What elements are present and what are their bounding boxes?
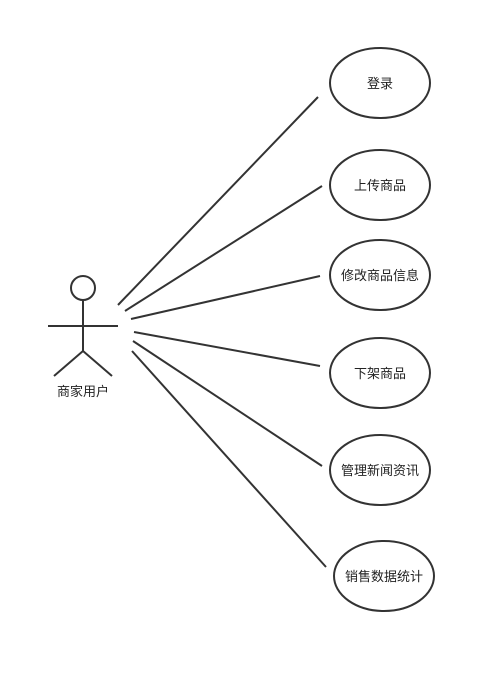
actor-head [70,275,96,301]
association-line-delist-goods [133,331,321,367]
use-case-label: 登录 [367,77,393,92]
actor-right-leg [82,350,113,377]
association-line-manage-news [132,340,323,467]
use-case-label: 上传商品 [354,179,406,194]
use-case-login[interactable]: 登录 [329,47,431,119]
association-line-sales-stats [131,350,327,568]
use-case-shape [329,149,431,221]
actor-label: 商家用户 [57,384,109,400]
use-case-upload-goods[interactable]: 上传商品 [329,149,431,221]
use-case-shape [329,47,431,119]
use-case-edit-goods-info[interactable]: 修改商品信息 [329,239,431,311]
use-case-sales-stats[interactable]: 销售数据统计 [333,540,435,612]
use-case-shape [329,434,431,506]
actor-merchant-user: 商家用户 [48,275,118,400]
use-case-label: 修改商品信息 [341,268,419,284]
use-case-delist-goods[interactable]: 下架商品 [329,337,431,409]
use-case-label: 管理新闻资讯 [341,463,419,479]
use-case-shape [333,540,435,612]
use-case-shape [329,239,431,311]
use-case-label: 销售数据统计 [345,569,423,585]
actor-left-leg [53,350,84,377]
association-line-login [117,96,319,306]
association-line-edit-goods-info [130,275,321,320]
use-case-label: 下架商品 [354,367,406,382]
use-case-manage-news[interactable]: 管理新闻资讯 [329,434,431,506]
use-case-shape [329,337,431,409]
association-line-upload-goods [124,185,323,312]
association-lines [117,96,327,568]
